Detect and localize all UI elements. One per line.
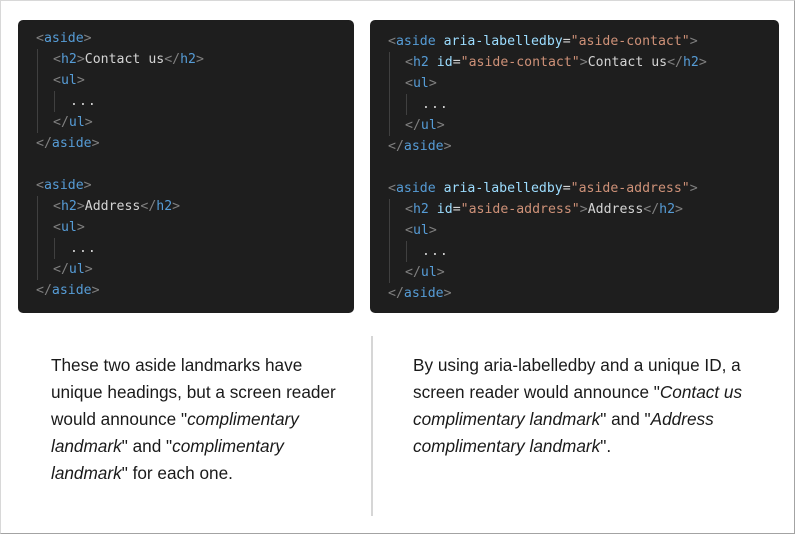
code-block-address: <aside> <h2>Address</h2> <ul> ... </ul> … [18, 175, 354, 301]
code-line-ellipsis: ... [422, 244, 449, 259]
indent-guide [406, 241, 407, 262]
code-line-ul-close: </ul> [405, 265, 445, 280]
code-line-ul-close: </ul> [53, 262, 93, 277]
column-divider [371, 336, 373, 516]
indent-guide [406, 94, 407, 115]
code-line-aside-close: </aside> [36, 136, 100, 151]
code-panel-without-labels: <aside> <h2>Contact us</h2> <ul> ... </u… [18, 20, 354, 313]
code-line-heading: <h2>Address</h2> [53, 199, 181, 214]
code-line-aside-open: <aside> [36, 178, 92, 193]
indent-guide [37, 49, 38, 133]
code-block-address-labelled: <aside aria-labelledby="aside-address"> … [370, 178, 779, 304]
description-without-labels: These two aside landmarks have unique he… [51, 355, 336, 483]
indent-guide [54, 238, 55, 259]
code-line-ellipsis: ... [70, 94, 97, 109]
code-line-ul-close: </ul> [53, 115, 93, 130]
code-line-aside-close: </aside> [388, 139, 452, 154]
code-line-aside-open: <aside> [36, 31, 92, 46]
code-panel-with-aria-labelledby: <aside aria-labelledby="aside-contact"> … [370, 20, 779, 313]
code-line-ul-open: <ul> [53, 220, 85, 235]
code-line-aside-close: </aside> [388, 286, 452, 301]
indent-guide [389, 52, 390, 136]
indent-guide [54, 91, 55, 112]
code-line-heading: <h2 id="aside-contact">Contact us</h2> [405, 55, 707, 70]
code-block-contact-labelled: <aside aria-labelledby="aside-contact"> … [370, 31, 779, 157]
code-line-ul-open: <ul> [405, 76, 437, 91]
code-line-ul-close: </ul> [405, 118, 445, 133]
code-line-aside-close: </aside> [36, 283, 100, 298]
code-line-ellipsis: ... [422, 97, 449, 112]
code-line-ellipsis: ... [70, 241, 97, 256]
description-with-aria-labelledby: By using aria-labelledby and a unique ID… [413, 355, 743, 456]
indent-guide [37, 196, 38, 280]
code-line-ul-open: <ul> [405, 223, 437, 238]
code-line-ul-open: <ul> [53, 73, 85, 88]
code-line-heading: <h2>Contact us</h2> [53, 52, 204, 67]
code-block-contact: <aside> <h2>Contact us</h2> <ul> ... </u… [18, 28, 354, 154]
code-line-aside-open: <aside aria-labelledby="aside-contact"> [388, 34, 698, 49]
code-line-heading: <h2 id="aside-address">Address</h2> [405, 202, 683, 217]
code-line-aside-open: <aside aria-labelledby="aside-address"> [388, 181, 698, 196]
indent-guide [389, 199, 390, 283]
